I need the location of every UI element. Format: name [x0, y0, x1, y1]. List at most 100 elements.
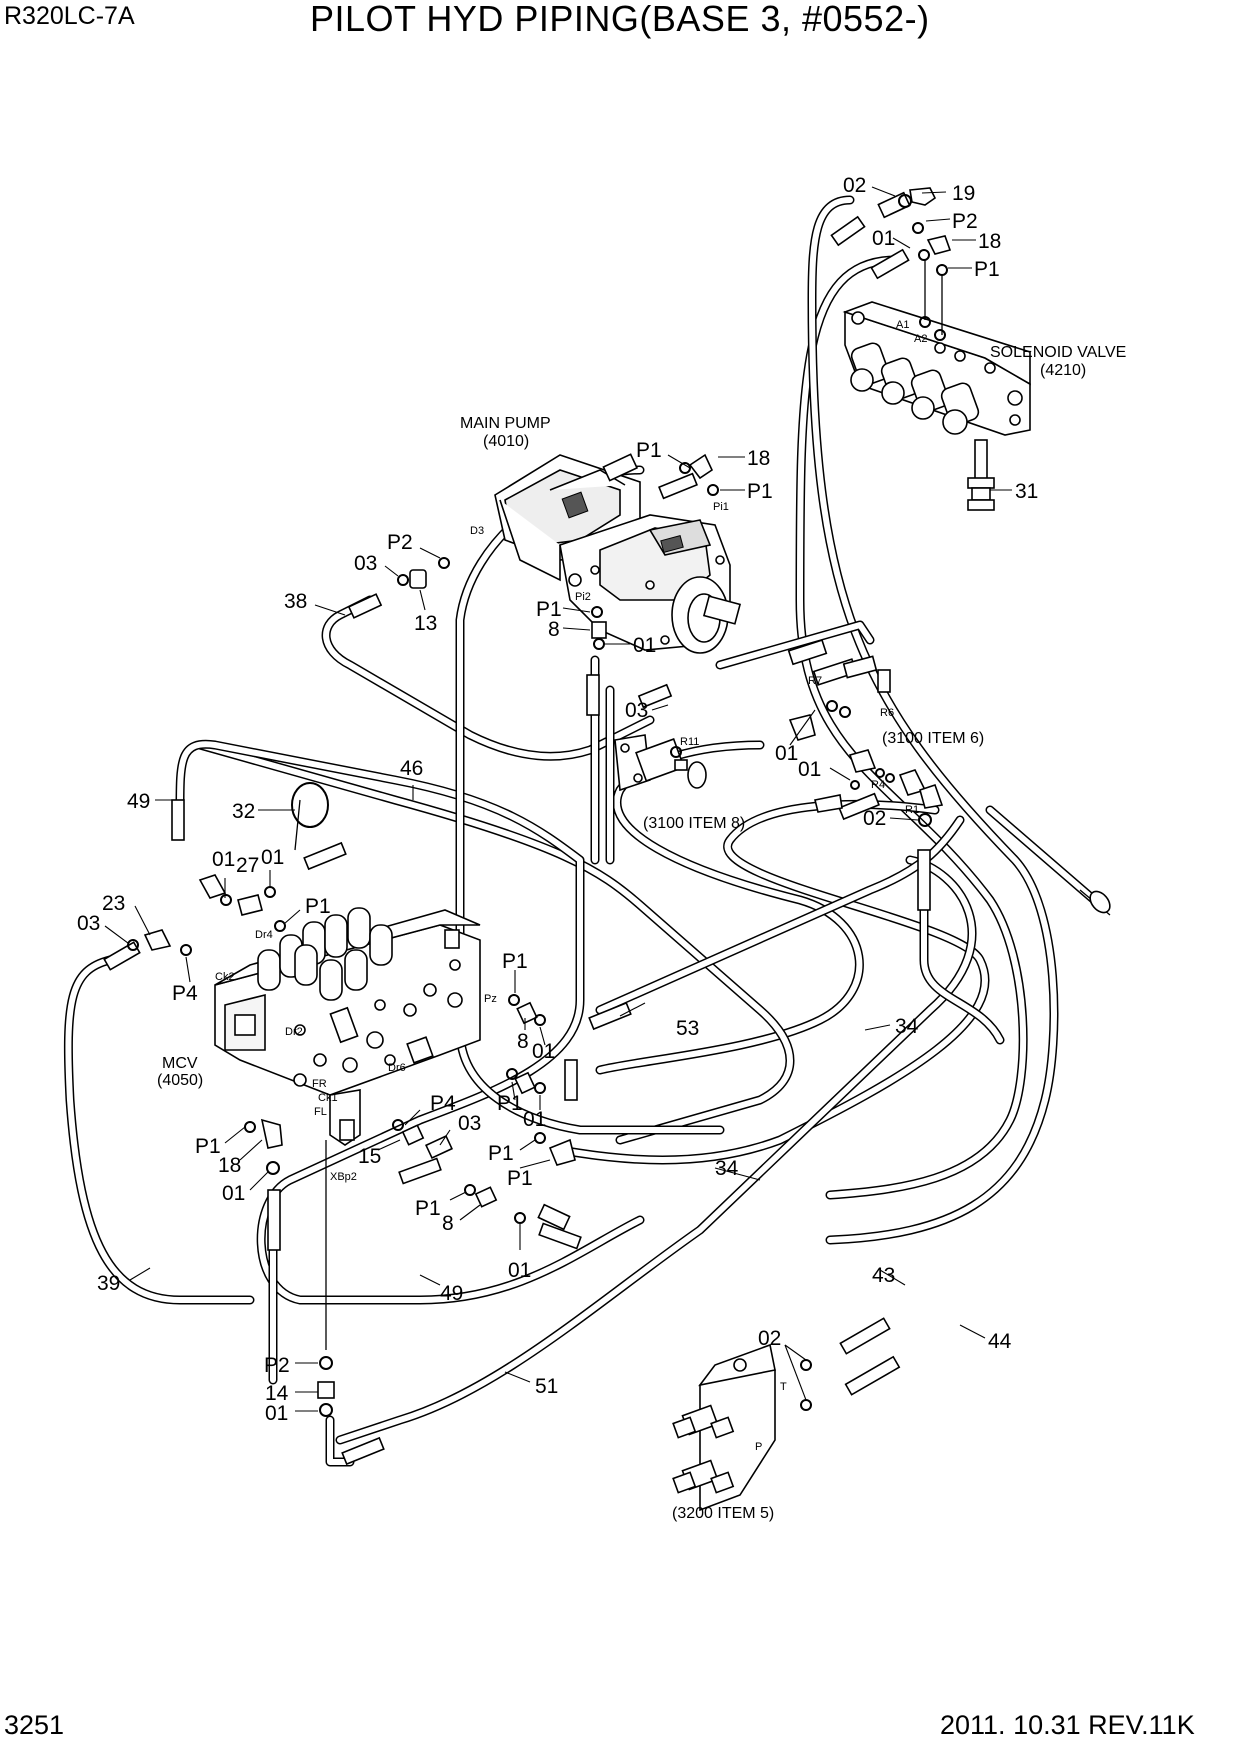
callout-p1-lower: P1	[415, 1197, 441, 1220]
callout-8-pz: 8	[517, 1030, 529, 1053]
callout-31: 31	[1015, 480, 1038, 503]
mcv-name: MCV	[162, 1055, 198, 1072]
callout-p1-mcv-b: P1	[488, 1142, 514, 1165]
item8-flange: R11 (3100 ITEM 8)	[614, 734, 745, 832]
ref-3100-item8: (3100 ITEM 8)	[643, 815, 745, 832]
port-r6-label: R6	[880, 707, 894, 719]
callout-15: 15	[358, 1145, 381, 1168]
port-p-label: P	[755, 1441, 762, 1453]
callout-01-solenoid: 01	[872, 227, 895, 250]
solenoid-valve-name: SOLENOID VALVE	[990, 344, 1126, 361]
ref-3100-item6: (3100 ITEM 6)	[882, 730, 984, 747]
callout-8-lower: 8	[442, 1212, 454, 1235]
callout-labels: 02 19 P2 01 18 P1 31 P1 18 P1 P2 03 13 3…	[77, 174, 1038, 1425]
callout-02-r1: 02	[863, 807, 886, 830]
port-ck2-label: Ck2	[215, 971, 235, 983]
callout-18-mcv-b: P1	[507, 1167, 533, 1190]
callout-03-mcv: 03	[77, 912, 100, 935]
port-dr4-label: Dr4	[255, 929, 273, 941]
callout-34-lower: 34	[715, 1157, 739, 1180]
callout-53: 53	[676, 1017, 699, 1040]
page-title: PILOT HYD PIPING(BASE 3, #0552-)	[310, 0, 930, 39]
main-pump-name: MAIN PUMP	[460, 415, 551, 432]
item5-bracket: T P (3200 ITEM 5)	[672, 889, 1111, 1522]
port-fr-label: FR	[312, 1078, 327, 1090]
callout-51: 51	[535, 1375, 558, 1398]
callout-01-lower: 01	[508, 1259, 531, 1282]
port-t-label: T	[780, 1381, 787, 1393]
mcv-fittings	[127, 782, 576, 1417]
callout-13: 13	[414, 612, 437, 635]
callout-01-r4: 01	[798, 758, 821, 781]
callout-p1-pi2: P1	[536, 598, 562, 621]
ref-3200-item5: (3200 ITEM 5)	[672, 1505, 774, 1522]
callout-49-top: 49	[127, 790, 150, 813]
callout-01-mcv-left: 01	[222, 1182, 245, 1205]
port-dr6-label: Dr6	[388, 1062, 406, 1074]
item6-fittings: R7 R6 R4 R1 (3100 ITEM 6)	[715, 620, 984, 827]
callout-p2-pump: P2	[387, 531, 413, 554]
callout-p1-dr6: P1	[497, 1092, 523, 1115]
callout-18-pump: 18	[747, 447, 770, 470]
port-fl-label: FL	[314, 1106, 327, 1118]
callout-46: 46	[400, 757, 423, 780]
solenoid-valve-code: (4210)	[1040, 362, 1086, 379]
callout-01-a: 01	[212, 848, 235, 871]
callout-p1-pump-b: P1	[747, 480, 773, 503]
callout-01-pump: 01	[633, 634, 656, 657]
port-pi2-label: Pi2	[575, 591, 591, 603]
callout-p1-pump: P1	[636, 439, 662, 462]
callout-43: 43	[872, 1264, 895, 1287]
pump-fittings	[397, 453, 719, 650]
port-r7-label: R7	[808, 675, 822, 687]
port-r4-label: R4	[871, 779, 885, 791]
mcv-block: Ck2 Dr4 Dr2 Pz Dr6 FR Ck1 FL XBp2 MCV (4…	[157, 907, 497, 1183]
callout-44: 44	[988, 1330, 1012, 1353]
leader-lines	[104, 186, 1012, 1412]
main-pump: D3 Pi1 Pi2 MAIN PUMP (4010)	[460, 415, 742, 654]
callout-p1-pz: P1	[502, 950, 528, 973]
port-a1-label: A1	[896, 319, 909, 331]
callout-14: 14	[265, 1382, 289, 1405]
page-number: 3251	[4, 1710, 65, 1740]
callout-18-mcv-left: 18	[218, 1154, 241, 1177]
model-number: R320LC-7A	[4, 2, 135, 30]
port-xbp2-label: XBp2	[330, 1171, 357, 1183]
port-r11-label: R11	[680, 736, 699, 748]
callout-01-pz: 01	[532, 1040, 555, 1063]
callout-03-mcv-b: 03	[458, 1112, 481, 1135]
port-r1-label: R1	[905, 804, 919, 816]
callout-27: 27	[236, 854, 259, 877]
callout-p1-dr4: P1	[305, 895, 331, 918]
callout-02-solenoid: 02	[843, 174, 866, 197]
callout-23: 23	[102, 892, 125, 915]
pipe-network	[63, 195, 1105, 1467]
main-pump-code: (4010)	[483, 433, 529, 450]
callout-38: 38	[284, 590, 307, 613]
callout-p4-ck2: P4	[172, 982, 198, 1005]
port-a2-label: A2	[914, 333, 927, 345]
callout-39: 39	[97, 1272, 120, 1295]
callout-8-pump: 8	[548, 618, 560, 641]
callout-01-r7: 01	[775, 742, 798, 765]
callout-p4-mcv: P4	[430, 1092, 456, 1115]
callout-34-upper: 34	[895, 1015, 919, 1038]
callout-03-pump: 03	[354, 552, 377, 575]
port-d3-label: D3	[470, 525, 484, 537]
solenoid-valve-block: A1 A2 SOLENOID VALVE (4210)	[842, 301, 1126, 511]
port-dr2-label: Dr2	[285, 1026, 303, 1038]
callout-p1-mcv-left: P1	[195, 1135, 221, 1158]
hose-hatches	[103, 215, 931, 1466]
port-ck1-label: Ck1	[318, 1092, 338, 1104]
pipe-r1-drop	[919, 855, 1005, 1045]
port-pz-label: Pz	[484, 993, 497, 1005]
callout-49-bottom: 49	[440, 1282, 463, 1305]
mcv-code: (4050)	[157, 1072, 203, 1089]
callout-18-solenoid: 18	[978, 230, 1001, 253]
callout-19: 19	[952, 182, 975, 205]
port-pi1-label: Pi1	[713, 501, 729, 513]
callout-01-bottom: 01	[265, 1402, 288, 1425]
callout-01-dr6: 01	[523, 1108, 546, 1131]
callout-01-b: 01	[261, 846, 284, 869]
